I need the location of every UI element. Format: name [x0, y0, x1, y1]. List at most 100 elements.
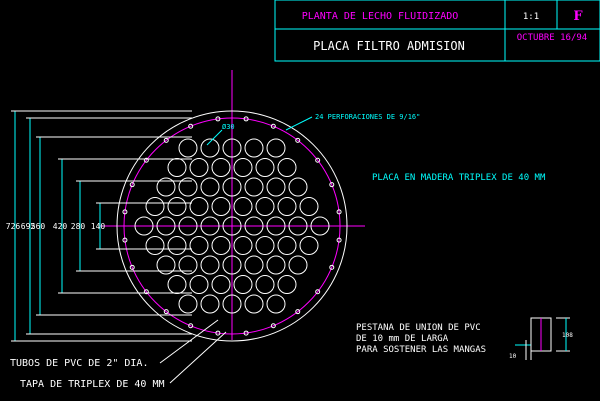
pvc-tube-hole [167, 197, 187, 216]
perforation-hole [215, 116, 221, 122]
pvc-tube-hole [222, 138, 242, 158]
pvc-tube-hole [211, 197, 231, 216]
pvc-tube-hole [145, 236, 165, 255]
pvc-tube-hole [277, 197, 297, 216]
pvc-tube-hole [189, 236, 209, 255]
triplex-cap-label: TAPA DE TRIPLEX DE 40 MM [20, 379, 165, 390]
hole-diameter-label: Ø30 [222, 123, 235, 131]
pvc-tube-hole [266, 255, 286, 275]
perforation-hole [215, 330, 221, 336]
perforation-hole [315, 289, 321, 295]
pvc-tube-hole [288, 177, 308, 197]
pvc-tube-holes [134, 138, 330, 314]
perforation-hole [188, 123, 194, 129]
pvc-tube-hole [244, 177, 264, 197]
dimension-label: 560 [31, 222, 46, 231]
flange-detail [515, 317, 570, 360]
flange-note-line1: PESTANA DE UNION DE PVC [356, 323, 481, 333]
pvc-tube-hole [288, 216, 308, 236]
pvc-tube-hole [233, 197, 253, 216]
bottom-leaders [159, 319, 227, 384]
pvc-tube-hole [233, 236, 253, 255]
pvc-tube-hole [156, 255, 176, 275]
perforation-hole [163, 309, 169, 315]
pvc-tube-hole [200, 294, 220, 314]
pvc-tube-hole [255, 275, 275, 294]
triplex-cap-leader [169, 331, 227, 384]
pvc-tube-hole [189, 275, 209, 294]
pvc-tube-hole [178, 294, 198, 314]
drawing-date: OCTUBRE 16/94 [517, 33, 587, 43]
perforation-hole [329, 264, 335, 270]
perforation-hole [295, 309, 301, 315]
pvc-tube-hole [233, 158, 253, 177]
sheet-letter: F [573, 9, 583, 24]
perforation-hole [243, 116, 249, 122]
pvc-tube-hole [266, 138, 286, 158]
material-note: PLACA EN MADERA TRIPLEX DE 40 MM [372, 173, 546, 183]
pvc-tube-hole [255, 197, 275, 216]
perforation-hole [143, 289, 149, 295]
dimension-label: 140 [91, 222, 106, 231]
perforation-hole [270, 323, 276, 329]
perforations-label: 24 PERFORACIONES DE 9/16" [315, 113, 420, 121]
perforation-hole [336, 209, 342, 215]
perforation-hole [122, 237, 128, 243]
perforation-hole [122, 209, 128, 215]
pvc-tube-hole [211, 236, 231, 255]
pvc-tube-hole [244, 138, 264, 158]
pvc-tube-hole [134, 216, 154, 236]
bolt-circle [123, 117, 341, 335]
pvc-tube-hole [156, 177, 176, 197]
pvc-tube-hole [200, 216, 220, 236]
pvc-tube-hole [310, 216, 330, 236]
perforation-hole [315, 157, 321, 163]
perforation-hole [129, 182, 135, 188]
pvc-tube-hole [244, 294, 264, 314]
pvc-tube-hole [299, 236, 319, 255]
title-block-frame [274, 0, 600, 62]
perforations-leader [285, 116, 313, 131]
pvc-tube-hole [189, 197, 209, 216]
pvc-tube-hole [200, 177, 220, 197]
plate-outer-circle [116, 110, 348, 342]
pvc-tube-hole [222, 255, 242, 275]
pvc-tube-hole [244, 255, 264, 275]
dimension-label: 726 [6, 222, 21, 231]
dimension-label: 280 [71, 222, 86, 231]
pvc-tube-hole [244, 216, 264, 236]
pvc-tube-hole [299, 197, 319, 216]
perforation-holes [122, 116, 342, 336]
pvc-tube-hole [277, 158, 297, 177]
flange-thickness-label: 10 [509, 353, 517, 360]
pvc-tube-hole [178, 177, 198, 197]
pvc-tube-hole [167, 275, 187, 294]
flange-note-line2: DE 10 mm DE LARGA [356, 334, 449, 344]
flange-length-label: 108 [562, 332, 573, 339]
perforation-hole [243, 330, 249, 336]
pvc-tube-hole [211, 275, 231, 294]
pvc-tube-hole [277, 275, 297, 294]
pvc-tube-hole [156, 216, 176, 236]
perforation-hole [143, 157, 149, 163]
pvc-tube-hole [211, 158, 231, 177]
pvc-tube-hole [167, 158, 187, 177]
pvc-tube-hole [200, 255, 220, 275]
pvc-tube-hole [178, 216, 198, 236]
pvc-tube-hole [266, 216, 286, 236]
drawing-title: PLACA FILTRO ADMISION [313, 39, 465, 53]
flange-note-line3: PARA SOSTENER LAS MANGAS [356, 345, 486, 355]
perforation-hole [270, 123, 276, 129]
project-name: PLANTA DE LECHO FLUIDIZADO [302, 11, 459, 22]
pvc-tube-hole [178, 255, 198, 275]
pvc-tube-hole [222, 216, 242, 236]
dimension-label: 692 [21, 222, 36, 231]
pvc-tube-hole [145, 197, 165, 216]
perforation-hole [129, 264, 135, 270]
dimension-label: 420 [53, 222, 68, 231]
pvc-tube-hole [277, 236, 297, 255]
pvc-tube-hole [266, 294, 286, 314]
pvc-tube-hole [288, 255, 308, 275]
